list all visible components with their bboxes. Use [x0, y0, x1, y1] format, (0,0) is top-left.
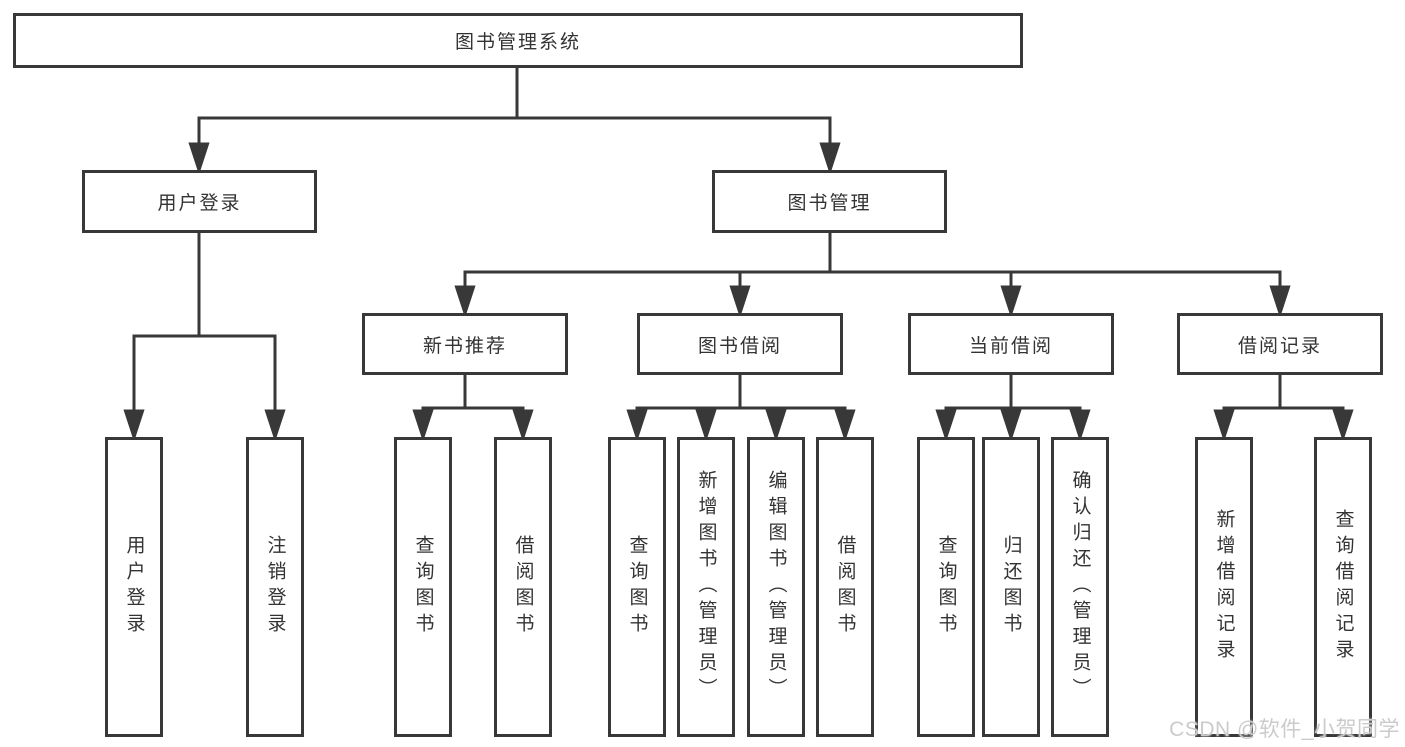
- leaf-logout: 注销登录: [246, 437, 304, 737]
- leaf-record-add: 新增借阅记录: [1195, 437, 1253, 737]
- node-new-book-recommend: 新书推荐: [362, 313, 568, 375]
- leaf-record-query: 查询借阅记录: [1314, 437, 1372, 737]
- leaf-current-return: 归还图书: [982, 437, 1040, 737]
- arrowhead: [1332, 409, 1354, 442]
- connector-record-children: [1213, 375, 1354, 442]
- arrowhead: [188, 142, 210, 175]
- connector-current-children: [935, 375, 1091, 442]
- arrowhead: [1000, 285, 1022, 318]
- arrowhead: [512, 409, 534, 442]
- arrowhead: [695, 409, 717, 442]
- arrowhead: [1069, 409, 1091, 442]
- arrowhead: [819, 142, 841, 175]
- connector-newbook-children: [412, 375, 534, 442]
- leaf-borrow-borrow: 借阅图书: [816, 437, 874, 737]
- arrowhead: [729, 285, 751, 318]
- leaf-user-login: 用户登录: [105, 437, 163, 737]
- connector-user-login-children: [123, 233, 286, 442]
- leaf-newbook-borrow: 借阅图书: [494, 437, 552, 737]
- node-root-system: 图书管理系统: [13, 13, 1023, 68]
- arrowhead: [765, 409, 787, 442]
- arrowhead: [1000, 409, 1022, 442]
- node-current-borrow: 当前借阅: [908, 313, 1114, 375]
- arrowhead: [626, 409, 648, 442]
- node-user-login: 用户登录: [82, 170, 317, 233]
- node-book-management: 图书管理: [712, 170, 947, 233]
- connector-book-mgmt-to-level3: [454, 233, 1291, 318]
- arrowhead: [1269, 285, 1291, 318]
- arrowhead: [123, 409, 145, 442]
- arrowhead: [935, 409, 957, 442]
- node-book-borrow: 图书借阅: [637, 313, 843, 375]
- leaf-borrow-query: 查询图书: [608, 437, 666, 737]
- node-borrow-record: 借阅记录: [1177, 313, 1383, 375]
- leaf-borrow-add-admin: 新增图书（管理员）: [677, 437, 735, 737]
- arrowhead: [264, 409, 286, 442]
- leaf-current-confirm-admin: 确认归还（管理员）: [1051, 437, 1109, 737]
- connector-root-to-level2: [188, 68, 841, 175]
- csdn-watermark: CSDN @软件_小贺同学: [1169, 718, 1400, 741]
- leaf-newbook-query: 查询图书: [394, 437, 452, 737]
- arrowhead: [412, 409, 434, 442]
- arrowhead: [1213, 409, 1235, 442]
- arrowhead: [834, 409, 856, 442]
- leaf-current-query: 查询图书: [917, 437, 975, 737]
- connector-borrow-children: [626, 375, 856, 442]
- leaf-borrow-edit-admin: 编辑图书（管理员）: [747, 437, 805, 737]
- arrowhead: [454, 285, 476, 318]
